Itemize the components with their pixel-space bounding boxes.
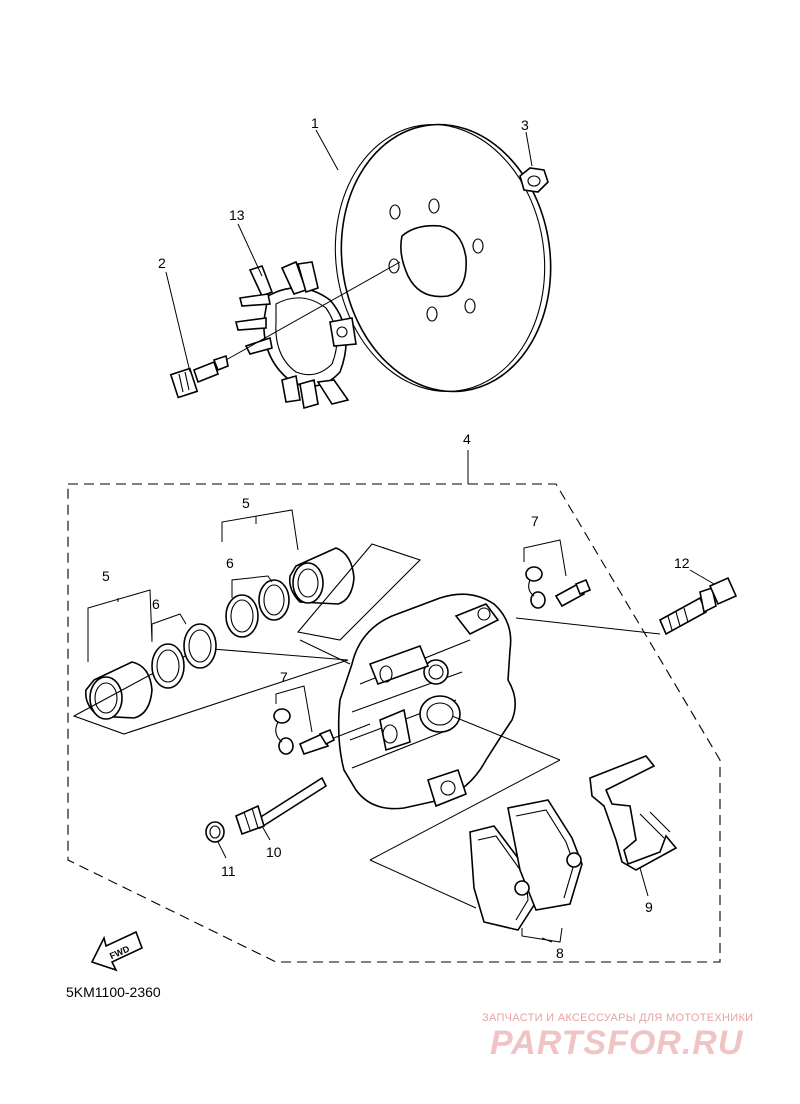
seal-lower-2 [183,623,217,669]
bleed-screw-lower [273,708,371,755]
disc-cover [235,260,357,410]
pad-spring [589,755,678,871]
document-code: 5KM1100-2360 [66,984,161,1000]
label-part-3: 3 [521,117,529,133]
pin-cap [205,821,225,843]
nut [519,167,549,193]
label-part-5-lower: 5 [102,568,110,584]
watermark-logo: PARTSFOR.RU [490,1024,744,1062]
caliper-assembly-boundary [67,483,721,963]
label-part-5-upper: 5 [242,495,250,511]
label-part-13: 13 [229,207,245,223]
label-part-9: 9 [645,899,653,915]
caliper-body [337,593,516,810]
seal-lower-1 [151,643,185,689]
label-part-7-lower: 7 [280,669,288,685]
brake-disc [334,123,552,393]
piston-upper [288,543,422,641]
label-part-12: 12 [674,555,690,571]
mounting-bolt [658,576,738,636]
brake-pad-set [469,799,583,931]
seal-upper-1 [258,579,290,621]
label-part-1: 1 [311,115,319,131]
disc-bolt [169,261,401,399]
label-part-6-lower: 6 [152,596,160,612]
label-part-10: 10 [266,844,282,860]
label-part-8: 8 [556,945,564,961]
label-part-11: 11 [221,863,236,879]
label-part-7-upper: 7 [531,513,539,529]
fwd-arrow-icon: FWD [90,930,144,972]
label-part-2: 2 [158,255,166,271]
label-part-4: 4 [463,431,471,447]
label-part-6-upper: 6 [226,555,234,571]
seal-upper-2 [225,594,259,638]
watermark-subtitle: ЗАПЧАСТИ И АКСЕССУАРЫ ДЛЯ МОТОТЕХНИКИ [482,1012,754,1024]
bleed-screw-upper [525,566,592,609]
caliper-pin [235,776,328,836]
